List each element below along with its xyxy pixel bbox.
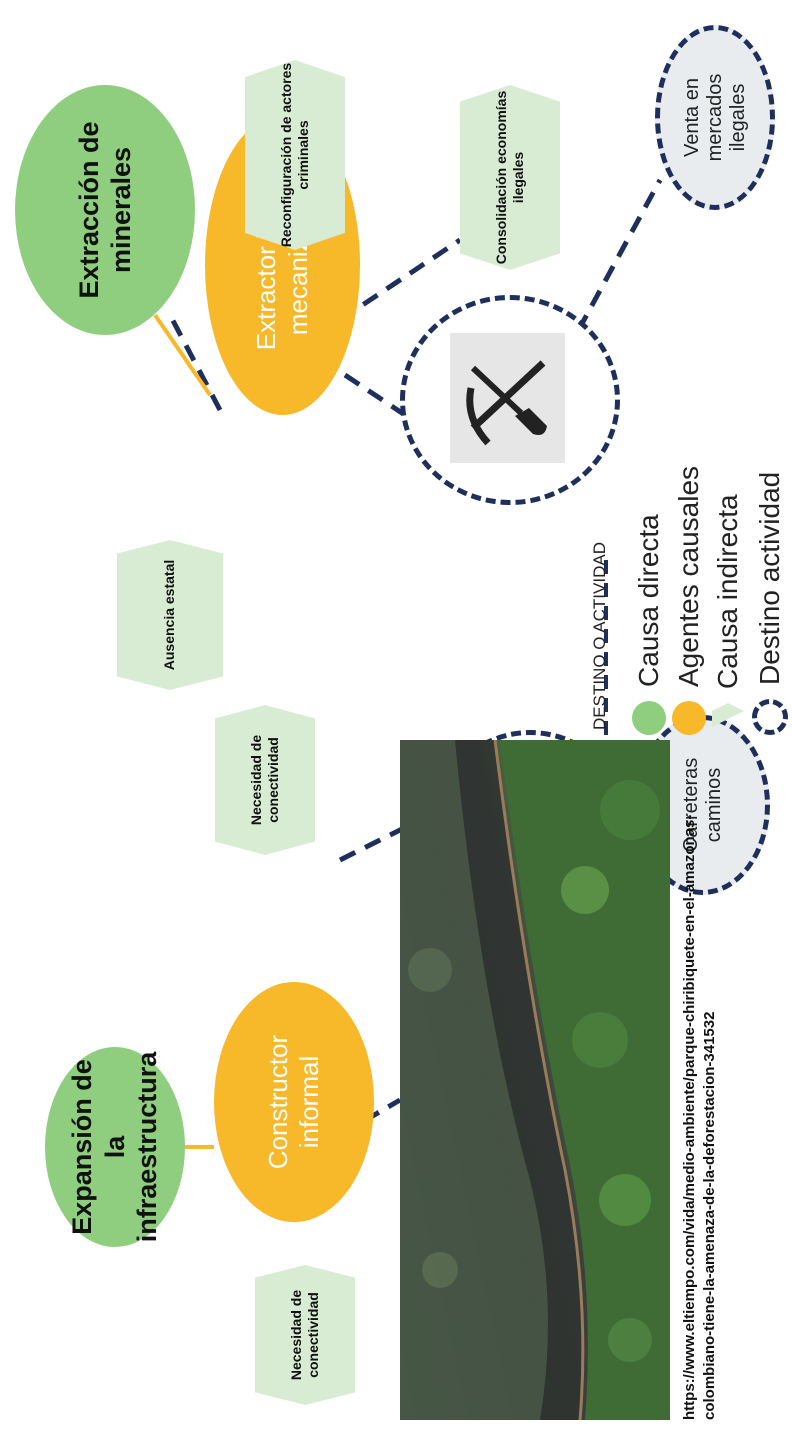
indirect-ausencia-estatal-label: Ausencia estatal bbox=[161, 559, 178, 671]
agent-constructor-informal: Constructor informal bbox=[214, 982, 374, 1222]
indirect-consolidacion-economias: Consolidación economías ilegales bbox=[460, 85, 560, 270]
destination-venta-mercados-ilegales: Venta en mercados ilegales bbox=[655, 25, 775, 210]
legend-agentes-causales-swatch bbox=[672, 701, 706, 735]
link-minerales-extractor bbox=[153, 313, 212, 397]
legend-destino-actividad-label: Destino actividad bbox=[754, 471, 785, 685]
cause-extraccion-minerales: Extracción de minerales bbox=[15, 85, 195, 335]
agent-constructor-informal-label: Constructor informal bbox=[262, 1034, 324, 1170]
legend-causa-indirecta-label: Causa indirecta bbox=[712, 494, 743, 689]
indirect-ausencia-estatal: Ausencia estatal bbox=[117, 540, 223, 690]
indirect-consolidacion-economias-label: Consolidación economías ilegales bbox=[492, 90, 526, 265]
legend-causa-indirecta-swatch bbox=[712, 703, 744, 735]
source-url[interactable]: https://www.eltiempo.com/vida/medio-ambi… bbox=[681, 814, 719, 1420]
pick-and-shovel-icon bbox=[450, 333, 565, 463]
cause-extraccion-minerales-label: Extracción de minerales bbox=[73, 121, 136, 299]
legend-agentes-causales-label: Agentes causales bbox=[673, 465, 704, 687]
destination-venta-mercados-ilegales-label: Venta en mercados ilegales bbox=[680, 73, 749, 162]
connector-pick bbox=[343, 372, 422, 428]
deforestation-photo-art bbox=[400, 740, 670, 1420]
connector-consolidacion bbox=[338, 237, 462, 323]
cause-expansion-infraestructura-label: Expansión de la infraestructura bbox=[67, 1051, 163, 1243]
indirect-necesidad-conectividad-2-label: Necesidad de conectividad bbox=[247, 734, 281, 826]
indirect-necesidad-conectividad-1-label: Necesidad de conectividad bbox=[287, 1289, 321, 1381]
legend-agentes-causales: Agentes causales bbox=[672, 466, 706, 735]
legend-causa-directa-swatch bbox=[632, 701, 666, 735]
legend-destino-actividad-swatch bbox=[752, 699, 788, 735]
pick-and-shovel-icon-glyph bbox=[465, 360, 547, 446]
indirect-reconfiguracion-actores: Reconfiguración de actores criminales bbox=[245, 60, 345, 250]
indirect-necesidad-conectividad-2: Necesidad de conectividad bbox=[215, 705, 315, 855]
legend-destino-actividad: Destino actividad bbox=[752, 472, 788, 735]
indirect-reconfiguracion-actores-label: Reconfiguración de actores criminales bbox=[277, 62, 311, 248]
deforestation-photo bbox=[400, 740, 670, 1420]
legend-causa-directa: Causa directa bbox=[632, 514, 666, 735]
indirect-necesidad-conectividad-1: Necesidad de conectividad bbox=[255, 1265, 355, 1405]
cause-expansion-infraestructura: Expansión de la infraestructura bbox=[45, 1047, 185, 1247]
legend-causa-directa-label: Causa directa bbox=[633, 514, 664, 687]
connector-ausencia bbox=[167, 313, 223, 412]
connector-road bbox=[338, 812, 432, 863]
legend-title: DESTINO O ACTIVIDAD bbox=[590, 542, 609, 730]
legend-causa-indirecta: Causa indirecta bbox=[712, 494, 744, 735]
